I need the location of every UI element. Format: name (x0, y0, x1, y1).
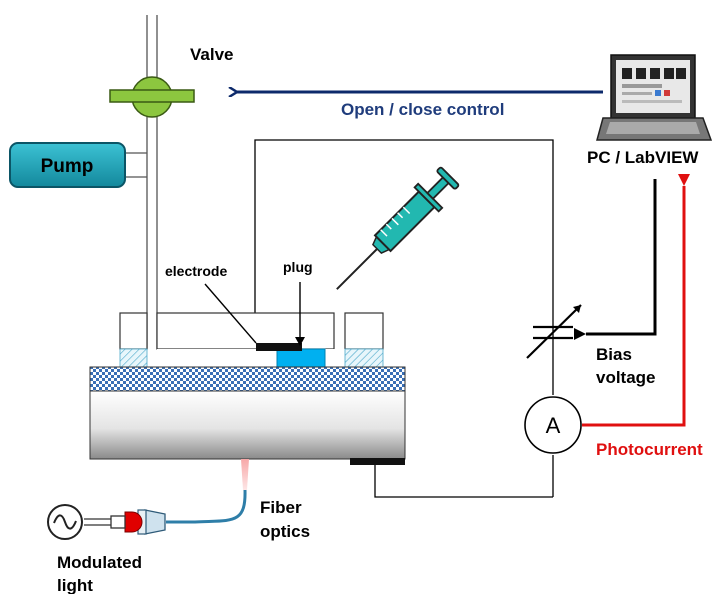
plug-pointer-head (295, 337, 305, 346)
fiber-label-line1: Fiber (260, 498, 302, 517)
flow-cell (89, 312, 406, 465)
light-source (47, 504, 166, 540)
laptop-icon (596, 54, 713, 141)
valve (109, 76, 195, 118)
open-close-label: Open / close control (341, 100, 504, 119)
tubing (125, 15, 158, 349)
electrode-label: electrode (165, 263, 227, 279)
modulated-label-line1: Modulated (57, 553, 142, 572)
ammeter-label: A (546, 413, 561, 438)
bias-control-arrow (574, 179, 657, 340)
plug-label: plug (283, 259, 313, 275)
valve-label: Valve (190, 45, 234, 64)
syringe-icon (336, 166, 460, 290)
variable-bias-icon (526, 304, 582, 359)
bias-label-line2: voltage (596, 368, 656, 387)
circuit-wire (254, 139, 554, 498)
electrode-pointer (204, 283, 257, 344)
bias-label-line1: Bias (596, 345, 632, 364)
pump: Pump (9, 142, 126, 188)
photocurrent-arrow (582, 174, 690, 427)
pump-label: Pump (41, 156, 94, 177)
ac-source-icon (47, 504, 83, 540)
pc-label: PC / LabVIEW (587, 148, 699, 167)
ammeter: A (524, 396, 582, 454)
fiber-optics (166, 459, 249, 524)
photocurrent-label: Photocurrent (596, 440, 703, 459)
fiber-label-line2: optics (260, 522, 310, 541)
modulated-label-line2: light (57, 576, 93, 594)
